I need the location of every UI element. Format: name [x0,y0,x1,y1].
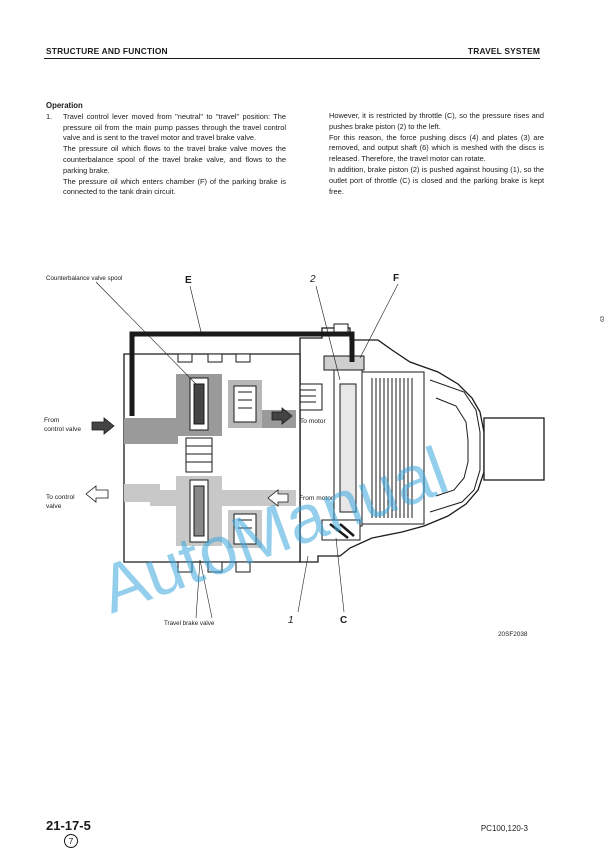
operation-heading: Operation [46,101,83,110]
paragraph-right-3: In addition, brake piston (2) is pushed … [329,164,544,196]
brake-disc-pack [361,371,425,525]
throttle-c [321,519,361,541]
paragraph-left-3: The pressure oil which enters chamber (F… [63,176,286,197]
label-e: E [185,275,192,286]
section-title: STRUCTURE AND FUNCTION [46,46,168,56]
pilot-line [129,331,355,364]
revision-mark: 7 [64,834,78,848]
label-1: 1 [288,615,294,626]
paragraph-left-1: Travel control lever moved from "neutral… [63,111,286,143]
flow-arrow-to-control [85,485,109,503]
side-mark: 63 [599,316,606,322]
flow-arrow-to-motor [271,407,293,425]
output-shaft [483,417,545,481]
figure-code: 20SF2038 [498,631,528,638]
label-f: F [393,273,399,284]
label-2: 2 [309,274,316,285]
passage-to-control [124,484,160,502]
flow-arrow-from-motor [267,489,289,507]
item-number: 1. [46,111,53,121]
label-to-motor: To motor [300,418,326,425]
label-from-motor: From motor [299,495,334,502]
label-from-control-1: From [44,417,60,424]
passage-from-control [124,418,178,444]
operation-left-column: Operation 1. Travel control lever moved … [46,101,286,198]
header-rule [44,58,540,59]
system-title: TRAVEL SYSTEM [467,46,540,56]
operation-item-1: 1. Travel control lever moved from "neut… [46,112,286,144]
label-to-control-1: To control [46,494,75,501]
motor-flange [429,379,481,513]
page-number: 21-17-5 [46,818,91,833]
label-from-control-2: control valve [44,426,81,433]
model-number: PC100,120-3 [480,824,528,833]
operation-right-column: However, it is restricted by throttle (C… [329,111,544,197]
flow-arrow-from-control [91,417,115,435]
label-counterbalance: Counterbalance valve spool [46,275,122,282]
label-travel-brake-valve: Travel brake valve [164,620,215,627]
chamber-f [323,355,365,371]
paragraph-left-2: The pressure oil which flows to the trav… [63,144,286,175]
label-to-control-2: valve [46,503,62,510]
paragraph-right-2: For this reason, the force pushing discs… [329,132,544,164]
paragraph-right-1: However, it is restricted by throttle (C… [329,111,544,131]
label-c: C [340,615,347,626]
